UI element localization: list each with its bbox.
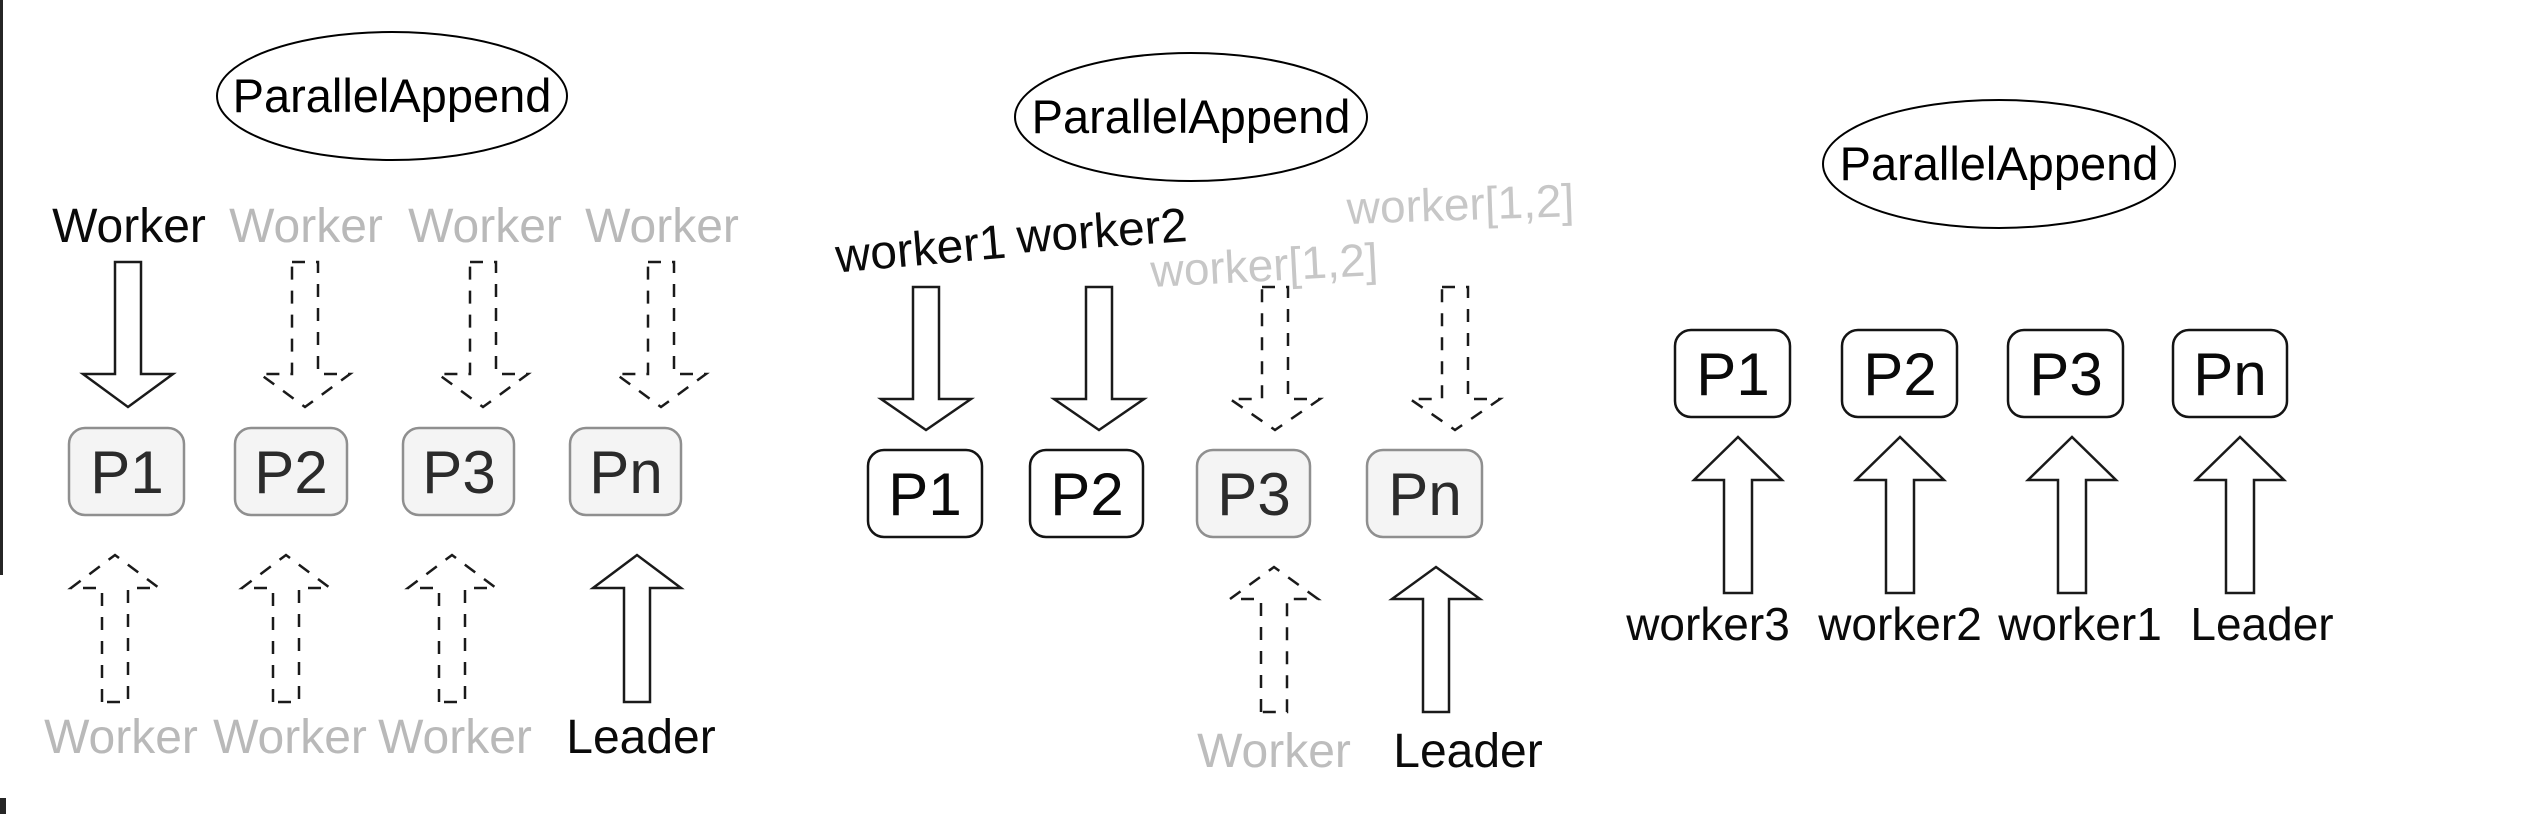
up-arrow-solid-icon xyxy=(1388,565,1484,714)
partition-box xyxy=(401,426,516,517)
worker1-label: worker1 xyxy=(832,216,1008,284)
worker-label-inactive: Worker xyxy=(1197,725,1351,778)
partition-label: P2 xyxy=(1863,341,1936,408)
leader-label: Leader xyxy=(2190,598,2333,650)
worker-label-inactive: Worker xyxy=(408,200,562,253)
partition-label: P3 xyxy=(2029,341,2102,408)
left-bottom-artifact xyxy=(0,798,6,814)
partition-box xyxy=(1028,448,1145,539)
partition-label: P2 xyxy=(1050,461,1123,528)
up-arrow-dashed-icon xyxy=(238,553,334,704)
panel-3: ParallelAppend P1 P2 P3 Pn worker3 worke… xyxy=(1625,99,2334,650)
partition-box xyxy=(67,426,186,517)
worker2-label: worker2 xyxy=(1014,199,1189,264)
down-arrow-dashed-icon xyxy=(434,260,532,409)
up-arrow-solid-icon xyxy=(1690,435,1786,595)
worker-label-inactive: Worker xyxy=(585,200,739,253)
up-arrow-dashed-icon xyxy=(67,553,163,704)
partition-label: Pn xyxy=(589,439,662,506)
partition-label: P1 xyxy=(90,439,163,506)
partition-label: P3 xyxy=(422,439,495,506)
partition-box xyxy=(2006,328,2125,419)
worker3-label: worker3 xyxy=(1625,598,1790,650)
panel-2: ParallelAppend worker1 worker2 worker[1,… xyxy=(832,52,1575,778)
partition-label: P2 xyxy=(254,439,327,506)
parallel-append-label: ParallelAppend xyxy=(1840,137,2159,190)
down-arrow-dashed-icon xyxy=(1225,285,1325,432)
up-arrow-dashed-icon xyxy=(404,553,500,704)
partition-label: Pn xyxy=(2193,341,2266,408)
worker-label-inactive: Worker xyxy=(213,711,367,764)
leader-label: Leader xyxy=(566,711,715,764)
parallel-append-node xyxy=(1014,52,1368,182)
worker-label-inactive: Worker xyxy=(44,711,198,764)
worker-1-2-label: worker[1,2] xyxy=(1345,174,1575,234)
worker-label-inactive: Worker xyxy=(378,711,532,764)
up-arrow-solid-icon xyxy=(1852,435,1948,595)
partition-box xyxy=(1840,328,1959,419)
partition-box xyxy=(568,426,683,517)
up-arrow-dashed-icon xyxy=(1226,565,1322,714)
down-arrow-solid-icon xyxy=(1049,285,1149,432)
parallel-append-node xyxy=(216,31,568,161)
worker-label-active: Worker xyxy=(52,200,206,253)
partition-box xyxy=(1195,448,1312,539)
up-arrow-solid-icon xyxy=(2192,435,2288,595)
partition-box xyxy=(866,448,984,539)
parallel-append-label: ParallelAppend xyxy=(1032,90,1351,143)
up-arrow-solid-icon xyxy=(2024,435,2120,595)
parallel-append-label: ParallelAppend xyxy=(233,69,552,122)
down-arrow-solid-icon xyxy=(876,285,976,432)
partition-box xyxy=(2171,328,2289,419)
parallel-append-node xyxy=(1822,99,2176,229)
down-arrow-dashed-icon xyxy=(612,260,710,409)
partition-label: Pn xyxy=(1388,461,1461,528)
panel-1: ParallelAppend Worker Worker Worker Work… xyxy=(44,31,739,764)
partition-label: P3 xyxy=(1217,461,1290,528)
worker-label-inactive: Worker xyxy=(229,200,383,253)
partition-box xyxy=(1673,328,1792,419)
up-arrow-solid-icon xyxy=(589,553,685,704)
worker2-label: worker2 xyxy=(1817,598,1982,650)
partition-label: P1 xyxy=(1696,341,1769,408)
down-arrow-solid-icon xyxy=(79,260,177,409)
down-arrow-dashed-icon xyxy=(256,260,354,409)
down-arrow-dashed-icon xyxy=(1405,285,1505,432)
partition-label: P1 xyxy=(888,461,961,528)
worker1-label: worker1 xyxy=(1997,598,2162,650)
partition-box xyxy=(1365,448,1484,539)
partition-box xyxy=(233,426,349,517)
leader-label: Leader xyxy=(1393,725,1542,778)
